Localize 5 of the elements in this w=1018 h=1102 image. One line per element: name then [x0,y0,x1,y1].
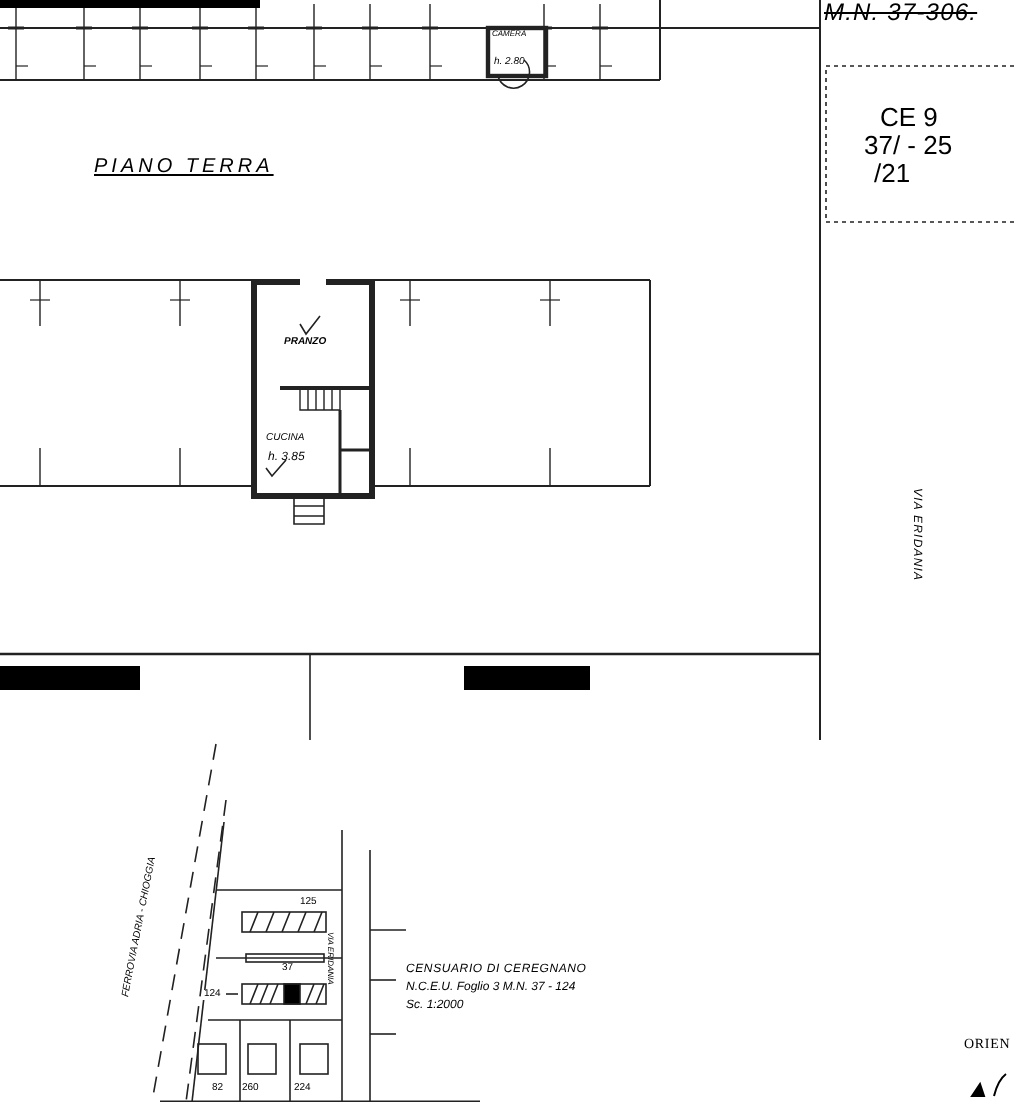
reference-number: 37/ - 25 [864,132,953,158]
title-note: M.N. 37-306. [824,0,978,24]
reference-number: CE 9 [880,104,938,130]
plan-title: PIANO TERRA [94,158,274,178]
reference-number: /21 [874,160,911,186]
